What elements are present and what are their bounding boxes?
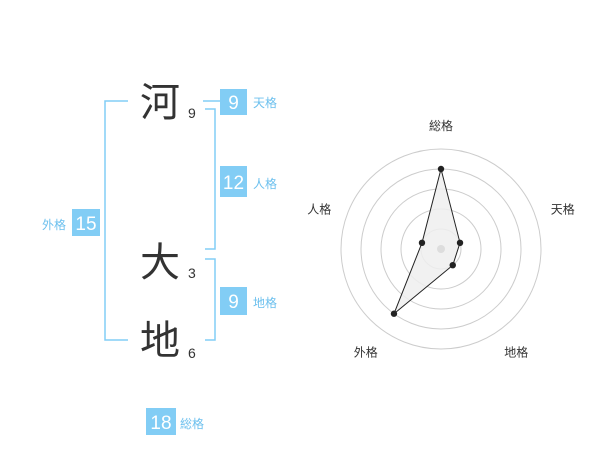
radar-point-3 [449, 261, 456, 269]
soukaku-badge: 18 総格 [146, 408, 204, 435]
stroke-count-1: 9 [188, 105, 196, 121]
chikaku-bracket [205, 258, 216, 341]
stroke-count-2: 3 [188, 265, 196, 281]
gaikaku-box [72, 209, 100, 236]
name-char-3: 地 [140, 318, 180, 364]
gaikaku-value: 15 [75, 214, 96, 235]
jinkaku-badge: 12 人格 [220, 166, 277, 197]
jinkaku-bracket [205, 108, 216, 250]
jinkaku-label: 人格 [253, 176, 277, 191]
tenkaku-value: 9 [228, 93, 239, 114]
radar-point-4 [390, 310, 398, 317]
gaikaku-label: 外格 [42, 217, 66, 232]
chikaku-box [220, 287, 247, 315]
name-char-2: 大 [140, 240, 180, 286]
jinkaku-value: 12 [223, 173, 244, 194]
tenkaku-badge: 9 天格 [220, 89, 277, 115]
radar-point-2 [456, 239, 464, 247]
radar-ring-5 [340, 148, 542, 350]
radar-axis-label-2: 天格 [551, 201, 575, 216]
stroke-count-3: 6 [188, 345, 196, 361]
radar-area [393, 168, 461, 315]
radar-axis-label-1: 総格 [429, 118, 453, 133]
chikaku-label: 地格 [253, 295, 277, 310]
tenkaku-label: 天格 [253, 95, 277, 110]
soukaku-value: 18 [150, 413, 171, 434]
radar-point-5 [418, 239, 426, 247]
gaikaku-badge: 外格 15 [42, 209, 100, 236]
tenkaku-box [220, 89, 247, 115]
name-char-1: 河 [140, 80, 180, 126]
chikaku-badge: 9 地格 [220, 287, 277, 315]
grade-brackets [104, 100, 220, 341]
radar-center-dot [437, 245, 445, 253]
jinkaku-box [220, 166, 247, 197]
chikaku-value: 9 [228, 292, 239, 313]
soukaku-box [146, 408, 176, 435]
radar-axis-label-3: 地格 [504, 345, 528, 360]
radar-axis-label-4: 外格 [354, 345, 378, 360]
name-stroke-diagram: 河 9 大 3 地 6 9 天格 12 人格 9 地格 [42, 80, 277, 435]
radar-axis-label-5: 人格 [307, 201, 331, 216]
soukaku-label: 総格 [180, 416, 204, 431]
radar-point-1 [437, 165, 445, 173]
gaikaku-bracket [104, 100, 128, 341]
